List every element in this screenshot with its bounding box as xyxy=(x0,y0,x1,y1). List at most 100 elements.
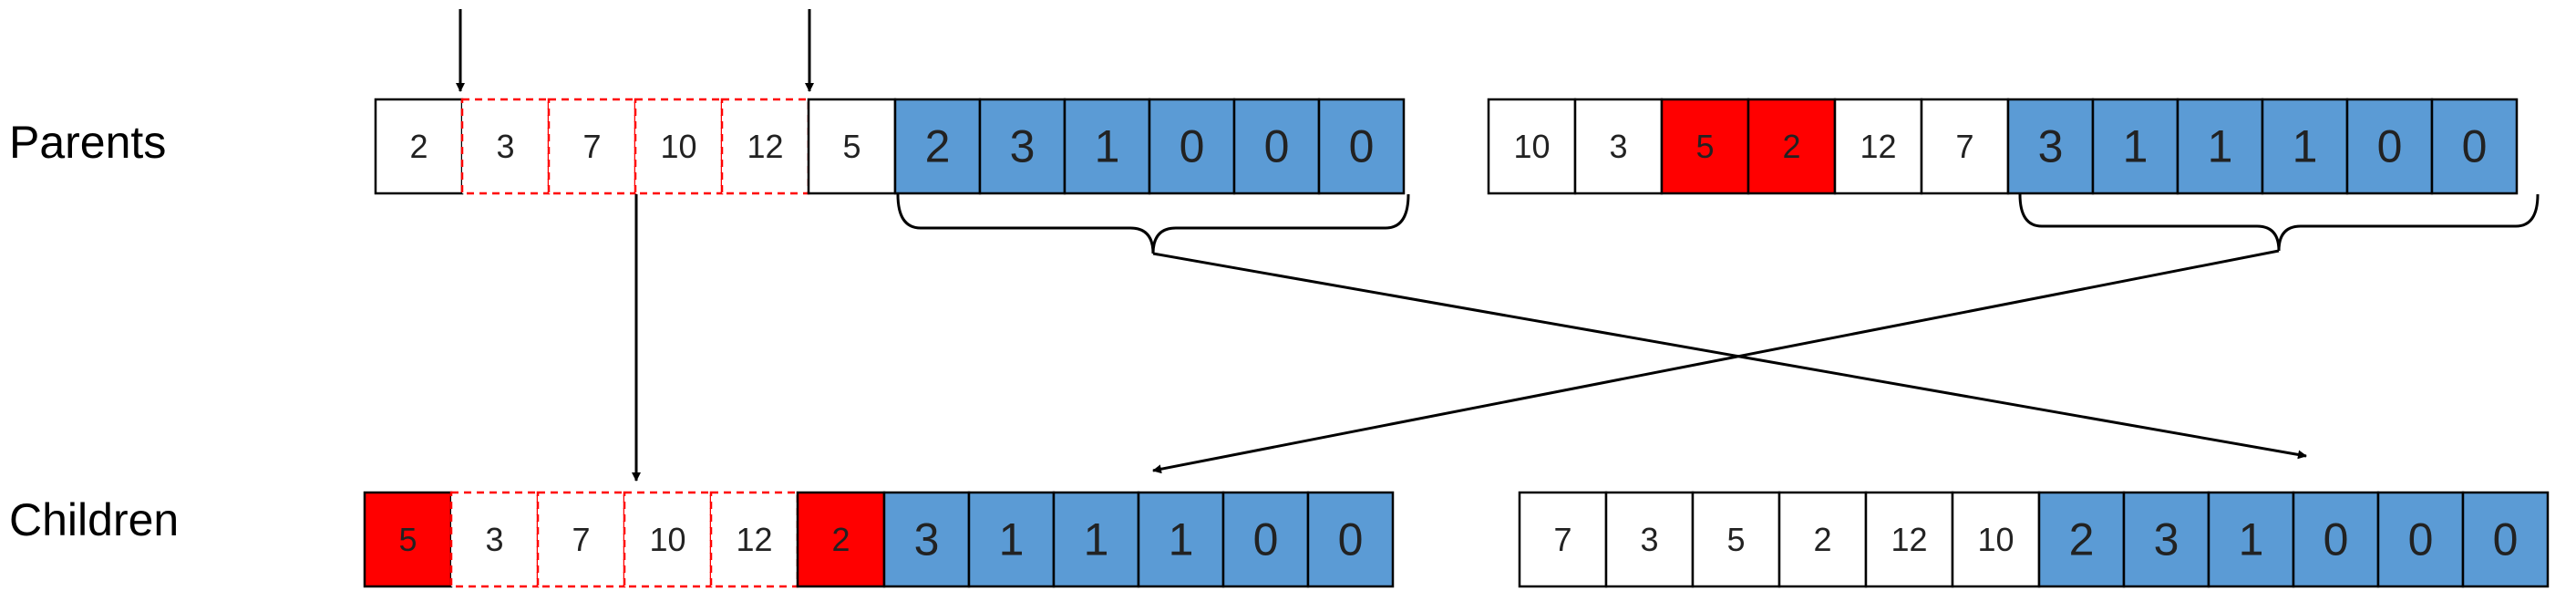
parent-2-gene-cell xyxy=(2261,98,2349,195)
parent-2-gene-value: 10 xyxy=(1513,128,1550,165)
parent-2-gene-cell xyxy=(2345,98,2434,195)
parent-2-gene-value: 0 xyxy=(2377,121,2403,172)
child-2-gene-value: 10 xyxy=(1977,521,2014,558)
parent-1-gene-value: 3 xyxy=(496,128,514,165)
child-1-gene-cell xyxy=(709,491,799,588)
parent-2-gene-value: 5 xyxy=(1695,128,1714,165)
parent-1-gene-value: 2 xyxy=(409,128,428,165)
child-2-gene-value: 3 xyxy=(2154,514,2179,565)
parent-2-gene-value: 1 xyxy=(2208,121,2233,172)
parent-2-gene-cell xyxy=(2006,98,2095,195)
parent-1-gene-value: 7 xyxy=(582,128,601,165)
child-2-gene-value: 7 xyxy=(1553,521,1571,558)
parent-1-gene-value: 12 xyxy=(747,128,783,165)
child-1-gene-value: 0 xyxy=(1338,514,1364,565)
child-1-gene-cell xyxy=(796,491,886,588)
child-2-gene-cell xyxy=(2461,491,2550,588)
child-1-gene-value: 3 xyxy=(914,514,940,565)
child-1-gene-cell xyxy=(1137,491,1225,588)
parent-1-gene-cell xyxy=(547,98,637,195)
parent-2-gene-cell xyxy=(1487,98,1577,195)
child-2-gene-value: 0 xyxy=(2493,514,2519,565)
parent-1-gene-value: 5 xyxy=(842,128,860,165)
child-1-gene-value: 7 xyxy=(572,521,590,558)
child-1-gene-value: 0 xyxy=(1253,514,1279,565)
child-1-gene-value: 1 xyxy=(1084,514,1109,565)
child-2-gene-value: 2 xyxy=(2069,514,2095,565)
parent-2-gene-value: 1 xyxy=(2123,121,2148,172)
child-2-gene-value: 5 xyxy=(1726,521,1745,558)
child-2-gene-cell xyxy=(1951,491,2041,588)
child-2-gene-cell xyxy=(2207,491,2295,588)
parent-1-gene-cell xyxy=(720,98,810,195)
child-1-gene-cell xyxy=(623,491,713,588)
child-1-gene-value: 2 xyxy=(831,521,850,558)
parent-2-gene-cell xyxy=(2091,98,2179,195)
child-1-gene-value: 3 xyxy=(485,521,503,558)
crossover-arrow-to-child-2 xyxy=(1152,252,2307,460)
parent-1-gene-cell xyxy=(1317,98,1406,195)
parent-2-gene-cell xyxy=(1660,98,1750,195)
child-1-gene-value: 5 xyxy=(398,521,417,558)
child-2-gene-cell xyxy=(1777,491,1868,588)
child-1-gene-value: 10 xyxy=(649,521,685,558)
parent-1-gene-value: 10 xyxy=(660,128,696,165)
parent-2-gene-value: 3 xyxy=(2038,121,2064,172)
child-2-gene-cell xyxy=(1518,491,1608,588)
parent-2-gene-value: 7 xyxy=(1955,128,1973,165)
parent-2-gene-cell xyxy=(1573,98,1664,195)
child-2-gene-cell xyxy=(2122,491,2210,588)
parent-2-gene-value: 1 xyxy=(2293,121,2318,172)
child-1-gene-value: 1 xyxy=(1169,514,1194,565)
parent-2-blue-brace xyxy=(2018,193,2540,252)
parent-1-gene-value: 0 xyxy=(1264,121,1290,172)
parent-1-gene-value: 0 xyxy=(1180,121,1205,172)
parent-2-gene-value: 12 xyxy=(1860,128,1896,165)
child-2-gene-cell xyxy=(2037,491,2126,588)
parent-2-gene-cell xyxy=(1833,98,1923,195)
children-label: Children xyxy=(9,494,179,545)
child-1-gene-cell xyxy=(363,491,453,588)
parent-1-gene-cell xyxy=(1148,98,1236,195)
child-2-gene-value: 2 xyxy=(1813,521,1831,558)
child-1-gene-cell xyxy=(1306,491,1395,588)
parent-1-gene-value: 2 xyxy=(925,121,951,172)
child-1-gene-value: 12 xyxy=(736,521,772,558)
parent-1-gene-cell xyxy=(1232,98,1321,195)
child-1-gene-cell xyxy=(1052,491,1140,588)
parent-1-gene-cell xyxy=(460,98,551,195)
parent-2-gene-cell xyxy=(1747,98,1837,195)
child-2-gene-value: 3 xyxy=(1640,521,1658,558)
child-1-gene-value: 1 xyxy=(999,514,1025,565)
parent-1-gene-cell xyxy=(634,98,724,195)
parent-1-gene-cell xyxy=(1063,98,1151,195)
parent-1-gene-cell xyxy=(893,98,982,195)
parent-1-blue-brace xyxy=(896,193,1410,254)
parent-2-gene-value: 3 xyxy=(1609,128,1627,165)
child-2-gene-cell xyxy=(1691,491,1781,588)
parent-2-gene-value: 2 xyxy=(1782,128,1800,165)
parent-2-gene-value: 0 xyxy=(2462,121,2488,172)
child-2-gene-value: 12 xyxy=(1891,521,1927,558)
parent-1-gene-cell xyxy=(374,98,464,195)
child-2-gene-value: 1 xyxy=(2239,514,2264,565)
child-2-gene-value: 0 xyxy=(2408,514,2434,565)
parent-1-gene-cell xyxy=(807,98,897,195)
child-2-gene-value: 0 xyxy=(2324,514,2349,565)
crossover-arrow-to-child-1 xyxy=(1152,249,2280,474)
parents-label: Parents xyxy=(9,117,166,168)
parent-1-gene-value: 1 xyxy=(1095,121,1120,172)
parent-1-gene-value: 0 xyxy=(1349,121,1375,172)
child-1-gene-cell xyxy=(1221,491,1310,588)
child-2-gene-cell xyxy=(2376,491,2465,588)
child-1-gene-cell xyxy=(882,491,971,588)
child-1-gene-cell xyxy=(536,491,626,588)
child-2-gene-cell xyxy=(1604,491,1695,588)
child-1-gene-cell xyxy=(449,491,540,588)
parent-2-gene-cell xyxy=(1920,98,2010,195)
